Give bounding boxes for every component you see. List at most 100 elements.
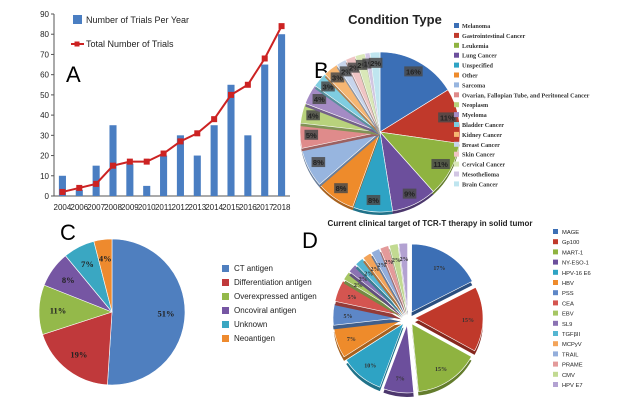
- slice-label: 2%: [377, 263, 386, 269]
- line-point: [261, 55, 268, 62]
- legend-swatch-bar: [73, 15, 82, 24]
- legend-label: NY-ESO-1: [562, 261, 589, 267]
- legend-label: HBV: [562, 281, 574, 287]
- bar: [210, 125, 218, 196]
- x-tick-label: 2009: [121, 203, 139, 212]
- y-tick-label: 20: [40, 152, 49, 161]
- legend-swatch: [454, 32, 459, 38]
- legend-swatch: [454, 122, 459, 127]
- y-tick-label: 90: [40, 10, 49, 19]
- legend-swatch: [553, 269, 558, 275]
- legend-swatch: [553, 331, 558, 336]
- line-point: [160, 150, 167, 157]
- slice-label-box: [366, 194, 381, 205]
- pie-slice: [332, 303, 402, 326]
- legend-swatch: [454, 102, 459, 108]
- legend-swatch: [454, 161, 459, 167]
- legend-swatch: [454, 151, 459, 157]
- legend-swatch: [222, 279, 229, 286]
- slice-label-box: [404, 66, 423, 77]
- legend-label: Unknown: [234, 320, 267, 329]
- y-tick-label: 80: [40, 30, 49, 39]
- legend-label: SL9: [562, 322, 572, 328]
- legend-swatch: [454, 72, 459, 78]
- pie-slice: [414, 286, 484, 352]
- x-tick-label: 2018: [273, 203, 291, 212]
- legend-label: TRAIL: [562, 352, 579, 358]
- slice-label: 2%: [400, 257, 409, 263]
- slice-label: 4%: [314, 95, 325, 104]
- legend-swatch: [553, 280, 558, 285]
- slice-label: 9%: [404, 190, 415, 199]
- slice-label: 8%: [313, 158, 324, 167]
- legend-label: Myeloma: [462, 112, 487, 119]
- slice-label: 5%: [306, 131, 317, 140]
- panel-letter-d: D: [302, 228, 318, 253]
- pie-slice: [382, 324, 415, 394]
- legend-label: EBV: [562, 312, 574, 318]
- legend-label: Sarcoma: [462, 82, 485, 89]
- line-point: [278, 23, 285, 30]
- slice-label-box: [368, 57, 383, 68]
- y-tick-label: 10: [40, 172, 49, 181]
- legend-label: Gp100: [562, 240, 579, 246]
- bar: [193, 155, 201, 196]
- legend-label-bar: Number of Trials Per Year: [86, 15, 189, 25]
- x-tick-label: 2014: [205, 203, 223, 212]
- y-tick-label: 40: [40, 111, 49, 120]
- slice-label-box: [304, 129, 319, 140]
- legend-swatch: [222, 265, 229, 272]
- bar: [176, 135, 184, 196]
- chart-d: 17%15%15%7%10%7%5%5%2%2%2%2%2%2%2%2%MAGE…: [332, 229, 591, 397]
- slice-label: 4%: [308, 111, 319, 120]
- legend-label: CMV: [562, 373, 575, 379]
- legend-label: PSS: [562, 291, 574, 297]
- slice-label: 8%: [62, 275, 75, 285]
- y-tick-label: 60: [40, 71, 49, 80]
- slice-label: 4%: [99, 253, 112, 263]
- legend-swatch: [553, 229, 558, 234]
- legend-label: Oncoviral antigen: [234, 306, 296, 315]
- pie-slice: [379, 245, 407, 312]
- legend-swatch: [553, 320, 558, 326]
- y-tick-label: 70: [40, 50, 49, 59]
- slice-label: 2%: [341, 67, 352, 76]
- chart-c: 51%19%11%8%7%4%CT antigenDifferentiation…: [38, 238, 317, 386]
- legend-swatch: [454, 171, 459, 177]
- line-point: [110, 162, 116, 169]
- slice-label-box: [402, 188, 417, 199]
- legend-swatch: [222, 307, 229, 314]
- legend-label: Leukemia: [462, 43, 488, 50]
- bar: [160, 155, 168, 196]
- legend-label-line: Total Number of Trials: [86, 39, 174, 49]
- slice-label-box: [431, 158, 450, 169]
- x-tick-label: 2012: [172, 203, 190, 212]
- slice-label-box: [312, 94, 327, 105]
- panel-letter-a: A: [66, 62, 81, 87]
- legend-marker-line: [74, 41, 80, 47]
- pie-slice: [388, 243, 407, 312]
- pie-slice-depth: [364, 55, 380, 135]
- legend-swatch: [222, 335, 229, 342]
- line-point: [211, 116, 218, 123]
- slice-label: 11%: [440, 113, 455, 122]
- bar: [143, 185, 151, 196]
- line-point: [93, 180, 100, 187]
- y-tick-label: 30: [40, 131, 49, 140]
- legend-label: MCPyV: [562, 342, 582, 348]
- x-tick-label: 2006: [70, 203, 88, 212]
- pie-slice: [345, 322, 405, 388]
- legend-label: HPV-16 E6: [562, 271, 591, 277]
- slice-label-box: [321, 81, 335, 92]
- pie-slice-depth: [371, 252, 405, 316]
- slice-label: 5%: [344, 314, 353, 320]
- legend-swatch: [454, 112, 459, 118]
- pie-slice: [369, 51, 381, 133]
- slice-label: 7%: [81, 259, 94, 269]
- slice-label: 2%: [370, 59, 381, 68]
- slice-label-box: [306, 110, 320, 121]
- x-tick-label: 2008: [104, 203, 122, 212]
- pie-slice-depth: [355, 56, 380, 135]
- slice-label: 2%: [349, 64, 360, 73]
